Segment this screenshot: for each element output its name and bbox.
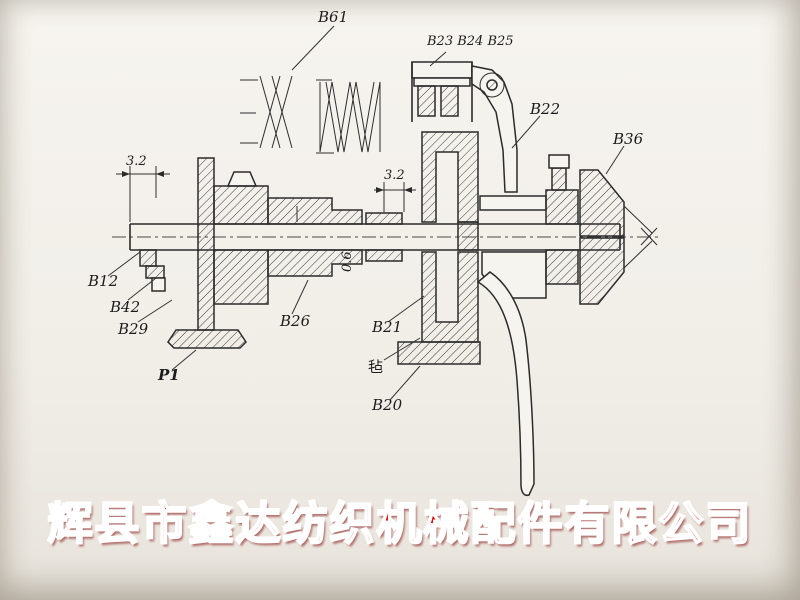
dimension-gap-value: 0.6 (340, 251, 355, 272)
dimension-middle (374, 182, 416, 212)
dimension-left (116, 166, 170, 222)
label-b42: B42 (110, 298, 141, 316)
sleeve-b26 (267, 197, 363, 277)
arm-b22 (471, 65, 518, 193)
top-bracket (411, 61, 473, 122)
leader-lines (107, 25, 625, 401)
cone-b36 (579, 169, 653, 305)
coupling-gap (365, 212, 403, 262)
dimension-middle-value: 3.2 (384, 168, 405, 183)
spring-left (240, 75, 293, 149)
label-b20: B20 (372, 396, 403, 414)
company-watermark: 辉县市鑫达纺织机械配件有限公司 (46, 496, 753, 551)
mounting-plate (167, 157, 258, 349)
left-nut-cluster (139, 249, 166, 292)
disc-body (397, 131, 481, 365)
label-b36: B36 (613, 130, 644, 148)
dimension-left-value: 3.2 (126, 154, 147, 169)
label-b29: B29 (118, 320, 149, 338)
label-felt: 毡 (368, 358, 384, 376)
label-b12: B12 (88, 272, 119, 290)
spring-coil (316, 79, 381, 154)
lever-handle (476, 271, 535, 497)
label-p1: P1 (158, 366, 180, 384)
label-b26: B26 (280, 312, 311, 330)
label-b21: B21 (372, 318, 403, 336)
label-b22: B22 (530, 100, 561, 118)
shaft-centerline (112, 227, 662, 246)
bearing-housing (213, 185, 269, 305)
label-b23-b24-b25: B23 B24 B25 (427, 34, 514, 49)
label-b61: B61 (318, 8, 349, 26)
right-bearing (545, 154, 579, 285)
